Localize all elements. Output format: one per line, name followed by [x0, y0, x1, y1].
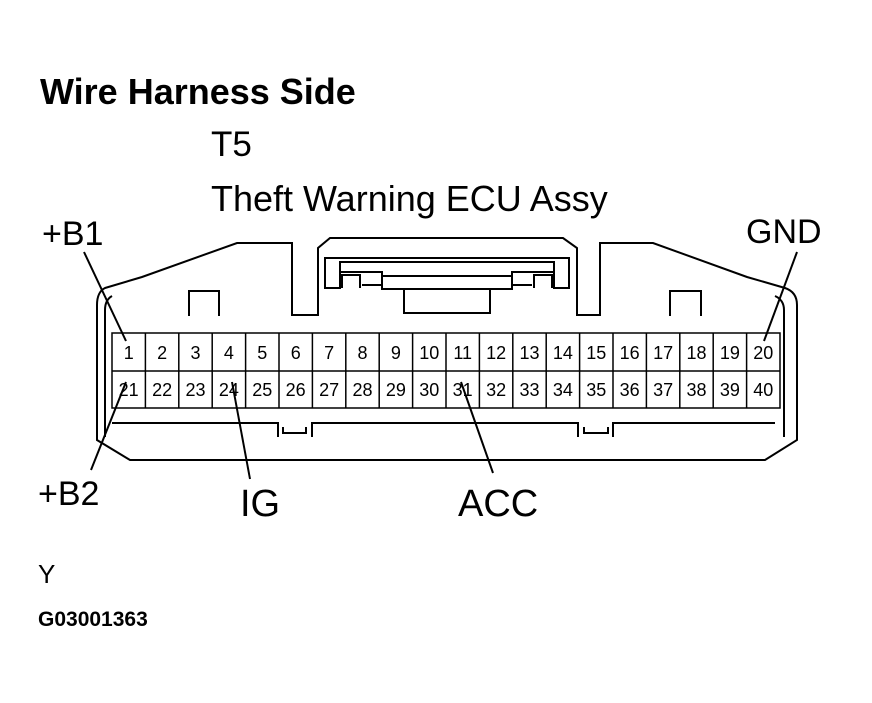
callout-leader-line [460, 381, 494, 474]
terminal-number: 15 [586, 343, 606, 363]
terminal-number: 2 [157, 343, 167, 363]
terminal-number: 7 [324, 343, 334, 363]
terminal-number: 24 [219, 380, 239, 400]
callout-label-gnd: GND [746, 213, 822, 251]
terminal-number: 12 [486, 343, 506, 363]
terminal-number: 38 [686, 380, 706, 400]
terminal-number: 40 [753, 380, 773, 400]
terminal-number: 5 [257, 343, 267, 363]
terminal-number: 32 [486, 380, 506, 400]
figure-id: G03001363 [38, 608, 148, 631]
terminal-grid [111, 332, 781, 409]
terminal-number: 33 [519, 380, 539, 400]
component-name: Theft Warning ECU Assy [211, 178, 608, 219]
terminal-number: 13 [519, 343, 539, 363]
callout-label-b1: +B1 [42, 215, 104, 253]
terminal-number: 37 [653, 380, 673, 400]
connector-variant: Y [38, 559, 56, 589]
callout-leader-line [231, 381, 251, 480]
terminal-number: 11 [453, 343, 472, 363]
terminal-number: 30 [419, 380, 439, 400]
terminal-number: 27 [319, 380, 339, 400]
terminal-number: 17 [653, 343, 673, 363]
terminal-number: 20 [753, 343, 773, 363]
terminal-number: 3 [190, 343, 200, 363]
terminal-number: 4 [224, 343, 234, 363]
terminal-number: 28 [352, 380, 372, 400]
terminal-number: 25 [252, 380, 272, 400]
terminal-number: 18 [686, 343, 706, 363]
callout-leader-line [763, 251, 798, 342]
terminal-number: 36 [620, 380, 640, 400]
terminal-number: 34 [553, 380, 573, 400]
terminal-number: 10 [419, 343, 439, 363]
callout-label-b2: +B2 [38, 475, 100, 513]
terminal-number: 1 [124, 343, 134, 363]
callout-label-acc: ACC [458, 483, 539, 525]
terminal-number: 21 [119, 380, 139, 400]
terminal-number: 39 [720, 380, 740, 400]
terminal-number: 6 [291, 343, 301, 363]
callout-label-ig: IG [240, 483, 281, 525]
terminal-number: 8 [357, 343, 367, 363]
connector-code: T5 [211, 125, 252, 164]
terminal-number: 23 [185, 380, 205, 400]
connector-lock [324, 257, 570, 314]
diagram-heading: Wire Harness Side [40, 71, 356, 112]
terminal-number: 26 [286, 380, 306, 400]
terminal-number: 35 [586, 380, 606, 400]
terminal-number: 19 [720, 343, 740, 363]
callout-leader-line [83, 251, 127, 342]
terminal-number: 16 [620, 343, 640, 363]
terminal-number: 31 [453, 380, 473, 400]
connector-housing [96, 237, 798, 461]
terminal-number: 22 [152, 380, 172, 400]
terminal-number: 9 [391, 343, 401, 363]
terminal-number: 29 [386, 380, 406, 400]
callout-leader-line [90, 381, 127, 471]
terminal-number: 14 [553, 343, 573, 363]
